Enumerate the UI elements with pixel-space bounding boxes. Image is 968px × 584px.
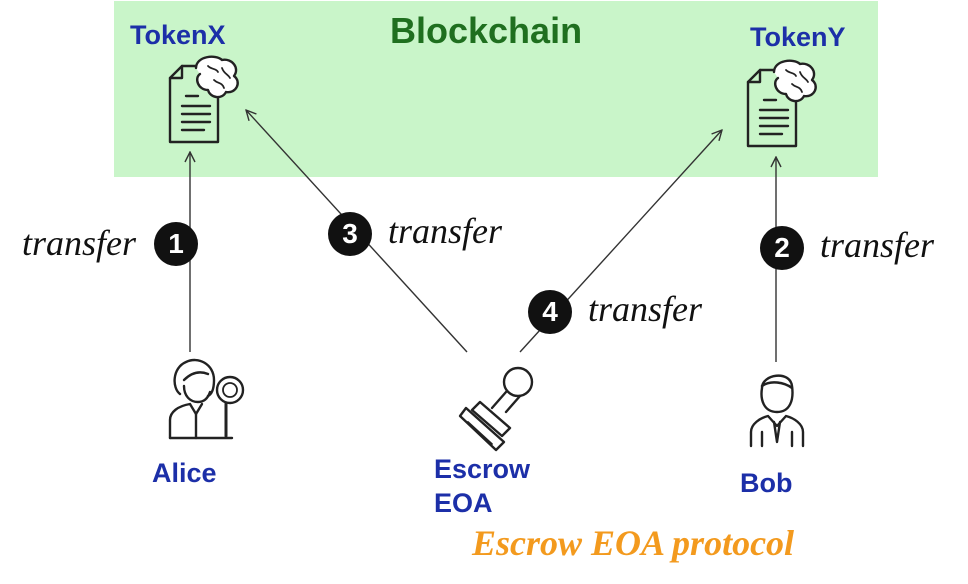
tokeny-label: TokenY — [750, 22, 846, 52]
alice-user-magnifier-icon — [168, 358, 245, 440]
step-2-badge: 2 — [760, 226, 804, 270]
alice-label: Alice — [152, 458, 217, 488]
blockchain-title: Blockchain — [390, 10, 583, 51]
step-3-badge: 3 — [328, 212, 372, 256]
tokenx-label: TokenX — [130, 20, 226, 50]
escrow-stamp-icon — [458, 366, 534, 452]
tokeny-contract-icon — [746, 59, 817, 148]
step-1-transfer-label: transfer — [22, 223, 137, 263]
escrow-label-line2: EOA — [434, 488, 493, 518]
step-3-transfer-label: transfer — [388, 211, 503, 251]
blockchain-region — [114, 1, 878, 177]
step-4-transfer-label: transfer — [588, 289, 703, 329]
step-2-transfer-label: transfer — [820, 225, 935, 265]
step-1-badge: 1 — [154, 222, 198, 266]
bob-label: Bob — [740, 468, 793, 498]
bob-businessman-icon — [749, 374, 805, 448]
tokenx-contract-icon — [168, 55, 239, 144]
escrow-label-line1: Escrow — [434, 454, 531, 484]
protocol-caption: Escrow EOA protocol — [472, 523, 795, 563]
escrow-label: Escrow EOA — [434, 452, 530, 520]
step-4-badge: 4 — [528, 290, 572, 334]
